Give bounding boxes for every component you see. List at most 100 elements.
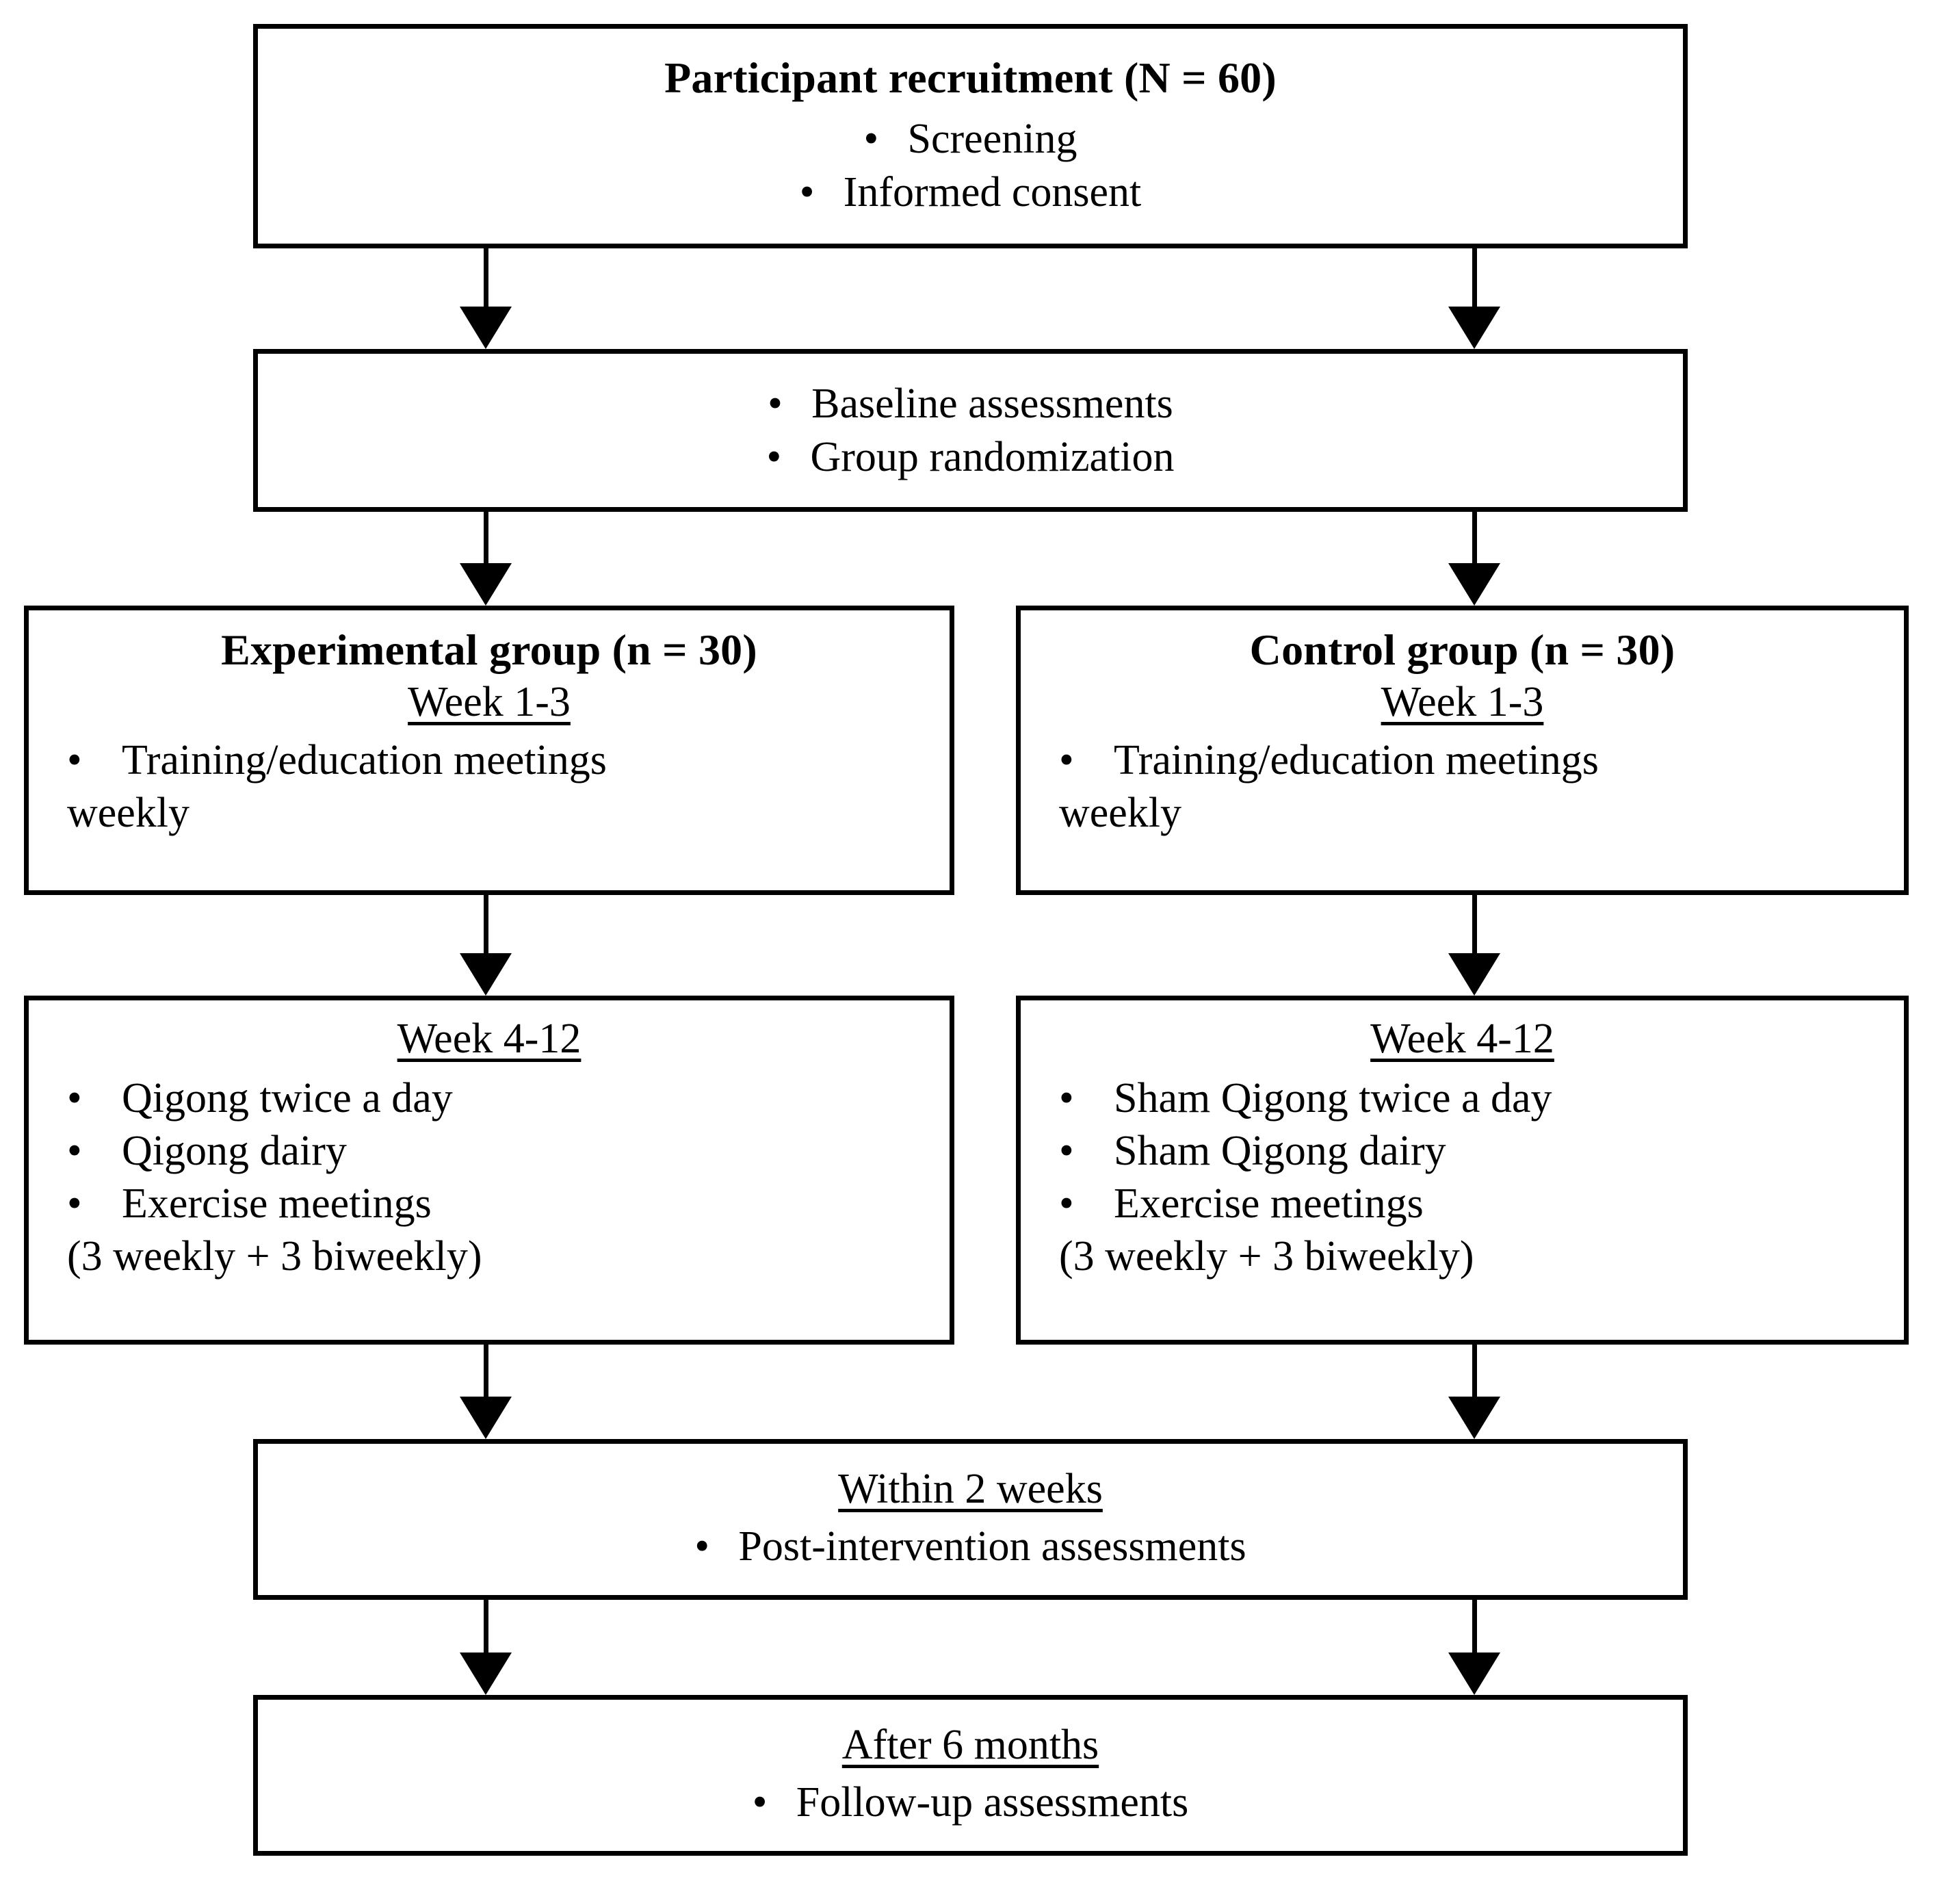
arrow-head-icon [1448,1397,1500,1439]
arrow-head-icon [460,563,512,606]
bullet-icon: • [67,1075,82,1122]
list-item: • Qigong twice a day [67,1072,936,1125]
arrow-head-icon [1448,1653,1500,1695]
list-item: • Sham Qigong dairy [1059,1125,1890,1178]
bullet-icon: • [1059,1075,1074,1122]
list-item-label: Post-intervention assessments [738,1523,1246,1570]
arrow-head-icon [460,953,512,996]
arrow-head-icon [460,1397,512,1439]
bullet-list: • Baseline assessments • Group randomizati… [285,377,1656,484]
node-phase-label: Week 1-3 [408,678,571,725]
bullet-icon: • [67,1180,82,1228]
node-phase-label: Within 2 weeks [838,1465,1103,1512]
node-experimental-week4-12: Week 4-12 • Qigong twice a day • Qigong … [24,996,954,1345]
list-item: • Training/education meetings weekly [67,734,936,840]
list-item: • Qigong dairy [67,1125,936,1178]
node-title: Experimental group (n = 30) [221,625,757,674]
node-phase-label: Week 4-12 [1370,1015,1554,1062]
bullet-icon: • [1059,1180,1074,1228]
node-phase-label: Week 1-3 [1381,678,1544,725]
arrow-shaft [483,248,488,310]
list-item-label: Qigong twice a day [122,1075,453,1122]
bullet-icon: • [1059,737,1074,784]
connector-arrow-experimental-week4-12-to-post [460,1345,512,1439]
list-item-label: Training/education meetings [1114,737,1599,784]
connector-arrow-baseline-to-experimental [460,512,512,606]
list-item-label: Qigong dairy [122,1128,347,1175]
list-item-label-cont: (3 weekly + 3 biweekly) [67,1233,482,1280]
node-phase-label: Week 4-12 [397,1015,582,1062]
list-item: • Sham Qigong twice a day [1059,1072,1890,1125]
bullet-list: • Qigong twice a day • Qigong dairy • Ex… [42,1072,936,1283]
bullet-list: • Training/education meetings weekly [1034,734,1890,840]
arrow-shaft [483,1600,488,1656]
connector-arrow-experimental-week1-3-to-week4-12 [460,895,512,996]
bullet-icon: • [67,737,82,784]
bullet-list: • Post-intervention assessments [285,1520,1656,1573]
list-item-label-cont: weekly [1059,789,1182,836]
arrow-shaft [1472,895,1477,957]
arrow-head-icon [460,1653,512,1695]
node-control-week4-12: Week 4-12 • Sham Qigong twice a day • Sh… [1016,996,1909,1345]
node-baseline-randomization: • Baseline assessments • Group randomizati… [253,349,1688,512]
node-phase-label: After 6 months [841,1721,1099,1768]
node-followup-assessments: After 6 months • Follow-up assessments [253,1695,1688,1856]
node-participant-recruitment: Participant recruitment (N = 60) • Screen… [253,24,1688,248]
arrow-shaft [1472,1600,1477,1656]
arrow-shaft [1472,248,1477,310]
bullet-list: • Follow-up assessments [285,1776,1656,1829]
list-item-label: Screening [907,115,1077,162]
list-item-label: Exercise meetings [122,1180,432,1228]
connector-arrow-recruitment-to-baseline-right [1448,248,1500,349]
arrow-shaft [483,1345,488,1401]
list-item: • Post-intervention assessments [285,1520,1656,1573]
connector-arrow-baseline-to-control [1448,512,1500,606]
arrow-head-icon [1448,307,1500,349]
node-control-group-week1-3: Control group (n = 30) Week 1-3 • Traini… [1016,606,1909,895]
connector-arrow-control-week1-3-to-week4-12 [1448,895,1500,996]
list-item-label: Exercise meetings [1114,1180,1424,1228]
bullet-list: • Sham Qigong twice a day • Sham Qigong … [1034,1072,1890,1283]
connector-arrow-post-to-followup-left [460,1600,512,1695]
list-item-label-cont: (3 weekly + 3 biweekly) [1059,1233,1474,1280]
bullet-icon: • [694,1523,710,1570]
arrow-shaft [1472,512,1477,567]
arrow-shaft [483,895,488,957]
bullet-icon: • [752,1779,768,1826]
list-item-label: Group randomization [810,434,1175,480]
node-title: Participant recruitment (N = 60) [664,53,1277,103]
list-item: • Informed consent [285,166,1656,219]
list-item-label: Follow-up assessments [796,1779,1189,1826]
bullet-icon: • [799,168,815,216]
list-item-label: Informed consent [843,168,1142,216]
list-item-label: Sham Qigong twice a day [1114,1075,1552,1122]
arrow-head-icon [1448,563,1500,606]
bullet-icon: • [67,1128,82,1175]
list-item: • Screening [285,112,1656,166]
list-item-label: Baseline assessments [811,380,1173,427]
bullet-list: • Screening • Informed consent [285,112,1656,219]
connector-arrow-post-to-followup-right [1448,1600,1500,1695]
arrow-head-icon [460,307,512,349]
arrow-head-icon [1448,953,1500,996]
list-item: • Exercise meetings (3 weekly + 3 biweek… [67,1178,936,1283]
arrow-shaft [1472,1345,1477,1401]
list-item: • Group randomization [285,430,1656,484]
node-title: Control group (n = 30) [1249,625,1675,674]
bullet-list: • Training/education meetings weekly [42,734,936,840]
bullet-icon: • [863,115,879,162]
list-item: • Follow-up assessments [285,1776,1656,1829]
connector-arrow-recruitment-to-baseline-left [460,248,512,349]
connector-arrow-control-week4-12-to-post [1448,1345,1500,1439]
list-item-label: Training/education meetings [122,737,607,784]
bullet-icon: • [1059,1128,1074,1175]
bullet-icon: • [766,434,782,480]
list-item: • Exercise meetings (3 weekly + 3 biweek… [1059,1178,1890,1283]
arrow-shaft [483,512,488,567]
bullet-icon: • [768,380,783,427]
list-item-label-cont: weekly [67,789,190,836]
list-item: • Training/education meetings weekly [1059,734,1890,840]
node-experimental-group-week1-3: Experimental group (n = 30) Week 1-3 • T… [24,606,954,895]
list-item-label: Sham Qigong dairy [1114,1128,1446,1175]
